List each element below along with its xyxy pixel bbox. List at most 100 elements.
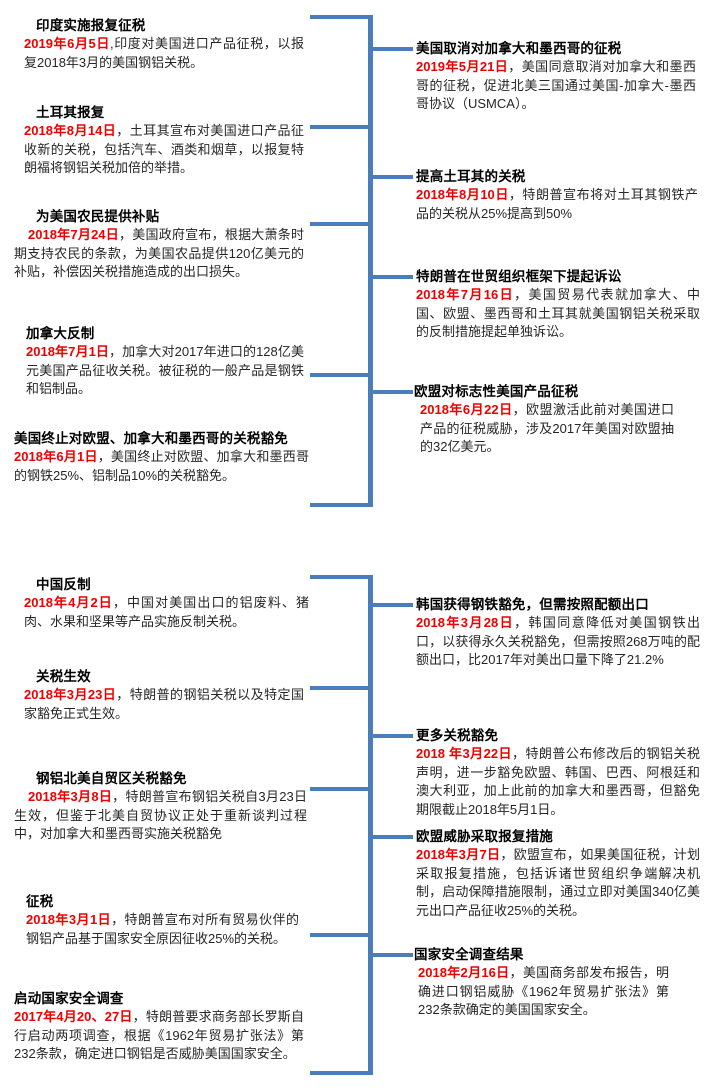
event-text: ，美国政府宣布，根据大萧条时期支持农民的条款，为美国农品提供120亿美元的补贴，… <box>14 227 304 280</box>
event-text: ,印度对美国进口产品征税，以报复2018年3月的美国钢铝关税。 <box>24 36 304 70</box>
event-date: 2018年3月28日 <box>416 615 515 631</box>
connector-right-7 <box>373 835 413 839</box>
event-card[interactable]: 欧盟威胁采取报复措施 2018年3月7日，欧盟宣布，如果美国征税，计划采取报复措… <box>416 828 700 920</box>
event-card[interactable]: 加拿大反制 2018年7月1日，加拿大对2017年进口的128亿美元美国产品征收… <box>14 325 304 399</box>
event-text: ，特朗普的钢铝关税以及特定国家豁免正式生效。 <box>24 687 304 721</box>
event-title: 中国反制 <box>36 577 91 592</box>
event-text: ，特朗普宣布钢铝关税自3月23日生效，但鉴于北美自贸协议正处于重新谈判过程中，对… <box>14 789 307 842</box>
event-title: 特朗普在世贸组织框架下提起诉讼 <box>416 269 622 284</box>
event-card[interactable]: 关税生效 2018年3月23日，特朗普的钢铝关税以及特定国家豁免正式生效。 <box>24 668 304 723</box>
event-date: 2018年2月16日 <box>418 965 510 981</box>
event-body: 2018年7月1日，加拿大对2017年进口的128亿美元美国产品征收关税。被征税… <box>14 343 304 398</box>
event-body: 2018年7月16日，美国贸易代表就加拿大、中国、欧盟、墨西哥和土耳其就美国钢铝… <box>416 286 700 341</box>
event-card[interactable]: 为美国农民提供补贴 2018年7月24日，美国政府宣布，根据大萧条时期支持农民的… <box>14 208 304 282</box>
connector-right-6 <box>373 734 413 738</box>
event-body: 2018年8月10日，特朗普宣布将对土耳其钢铁产品的关税从25%提高到50% <box>416 186 698 223</box>
event-date: 2018年3月1日 <box>26 912 112 928</box>
event-body: 2019年6月5日,印度对美国进口产品征税，以报复2018年3月的美国钢铝关税。 <box>24 35 304 72</box>
event-title: 土耳其报复 <box>36 105 105 120</box>
event-card[interactable]: 韩国获得钢铁豁免，但需按照配额出口 2018年3月28日，韩国同意降低对美国钢铁… <box>416 596 700 670</box>
event-text: ，特朗普要求商务部长罗斯自行启动两项调查，根据《1962年贸易扩张法》第232条… <box>14 1009 304 1062</box>
event-date: 2018年7月24日 <box>28 227 119 243</box>
event-body: 2019年5月21日，美国同意取消对加拿大和墨西哥的征税，促进北美三国通过美国-… <box>416 58 696 113</box>
event-text: ，特朗普公布修改后的钢铝关税声明，进一步豁免欧盟、韩国、巴西、阿根廷和澳大利亚，… <box>416 746 700 817</box>
event-title: 提高土耳其的关税 <box>416 169 526 184</box>
connector-right-2 <box>373 175 413 179</box>
event-card[interactable]: 美国终止对欧盟、加拿大和墨西哥的关税豁免 2018年6月1日，美国终止对欧盟、加… <box>14 430 309 485</box>
event-body: 2018年6月22日，欧盟激活此前对美国进口产品的征税威胁，涉及2017年美国对… <box>414 401 674 456</box>
event-title: 关税生效 <box>36 669 91 684</box>
connector-left-9 <box>310 933 370 937</box>
event-date: 2018年7月1日 <box>26 344 110 360</box>
event-title: 韩国获得钢铁豁免，但需按照配额出口 <box>416 597 649 612</box>
event-date: 2018年6月22日 <box>420 402 513 418</box>
event-body: 2018年3月7日，欧盟宣布，如果美国征税，计划采取报复措施，包括诉诸世贸组织争… <box>416 846 700 920</box>
connector-left-7 <box>310 686 370 690</box>
event-date: 2018年4月2日 <box>24 595 113 611</box>
event-text: ，美国终止对欧盟、加拿大和墨西哥的钢铁25%、铝制品10%的关税豁免。 <box>14 449 309 483</box>
event-title: 钢铝北美自贸区关税豁免 <box>36 771 187 786</box>
timeline-spine-top <box>368 15 373 507</box>
event-date: 2018年3月7日 <box>416 847 501 863</box>
event-card[interactable]: 启动国家安全调查 2017年4月20、27日，特朗普要求商务部长罗斯自行启动两项… <box>14 990 304 1064</box>
event-card[interactable]: 中国反制 2018年4月2日，中国对美国出口的铝废料、猪肉、水果和坚果等产品实施… <box>24 576 309 631</box>
event-title: 加拿大反制 <box>26 326 95 341</box>
connector-left-2 <box>310 125 370 129</box>
event-text: ，特朗普宣布对所有贸易伙伴的钢铝产品基于国家安全原因征收25%的关税。 <box>26 912 299 946</box>
event-title: 启动国家安全调查 <box>14 991 124 1006</box>
event-date: 2018年3月8日 <box>28 789 113 805</box>
event-title: 征税 <box>26 894 54 909</box>
event-text: ，美国贸易代表就加拿大、中国、欧盟、墨西哥和土耳其就美国钢铝关税采取的反制措施提… <box>416 287 700 340</box>
event-date: 2018年6月1日 <box>14 449 98 465</box>
event-card[interactable]: 征税 2018年3月1日，特朗普宣布对所有贸易伙伴的钢铝产品基于国家安全原因征收… <box>14 893 299 948</box>
event-date: 2017年4月20、27日 <box>14 1009 133 1025</box>
event-text: ，加拿大对2017年进口的128亿美元美国产品征收关税。被征税的一般产品是钢铁和… <box>26 344 304 397</box>
connector-left-4 <box>310 373 370 377</box>
connector-right-3 <box>373 275 413 279</box>
event-card[interactable]: 国家安全调查结果 2018年2月16日，美国商务部发布报告，明确进口钢铝威胁《1… <box>414 946 669 1020</box>
connector-right-5 <box>373 603 413 607</box>
event-date: 2018年3月23日 <box>24 687 117 703</box>
event-text: ，欧盟宣布，如果美国征税，计划采取报复措施，包括诉诸世贸组织争端解决机制，启动保… <box>416 847 700 918</box>
event-body: 2017年4月20、27日，特朗普要求商务部长罗斯自行启动两项调查，根据《196… <box>14 1008 304 1063</box>
event-card[interactable]: 印度实施报复征税 2019年6月5日,印度对美国进口产品征税，以报复2018年3… <box>24 17 304 72</box>
event-text: ，中国对美国出口的铝废料、猪肉、水果和坚果等产品实施反制关税。 <box>24 595 309 629</box>
event-title: 美国取消对加拿大和墨西哥的征税 <box>416 41 622 56</box>
connector-left-8 <box>310 787 370 791</box>
event-date: 2018年7月16日 <box>416 287 515 303</box>
connector-right-8 <box>373 953 413 957</box>
event-body: 2018 年3月22日，特朗普公布修改后的钢铝关税声明，进一步豁免欧盟、韩国、巴… <box>416 745 700 819</box>
event-card[interactable]: 美国取消对加拿大和墨西哥的征税 2019年5月21日，美国同意取消对加拿大和墨西… <box>416 40 696 114</box>
event-body: 2018年4月2日，中国对美国出口的铝废料、猪肉、水果和坚果等产品实施反制关税。 <box>24 594 309 631</box>
event-title: 欧盟对标志性美国产品征税 <box>414 384 579 399</box>
event-body: 2018年3月23日，特朗普的钢铝关税以及特定国家豁免正式生效。 <box>24 686 304 723</box>
event-date: 2018年8月10日 <box>416 187 509 203</box>
event-date: 2018年8月14日 <box>24 123 117 139</box>
event-text: ，欧盟激活此前对美国进口产品的征税威胁，涉及2017年美国对欧盟抽的32亿美元。 <box>420 402 674 455</box>
timeline-spine-bottom <box>368 575 373 1075</box>
connector-left-1 <box>310 15 370 19</box>
event-title: 美国终止对欧盟、加拿大和墨西哥的关税豁免 <box>14 431 288 446</box>
event-body: 2018年7月24日，美国政府宣布，根据大萧条时期支持农民的条款，为美国农品提供… <box>14 226 304 281</box>
event-title: 为美国农民提供补贴 <box>36 209 160 224</box>
connector-right-1 <box>373 47 413 51</box>
event-text: ，韩国同意降低对美国钢铁出口，以获得永久关税豁免，但需按照268万吨的配额出口，… <box>416 615 700 668</box>
event-title: 国家安全调查结果 <box>414 947 524 962</box>
event-date: 2019年6月5日 <box>24 36 110 52</box>
event-card[interactable]: 欧盟对标志性美国产品征税 2018年6月22日，欧盟激活此前对美国进口产品的征税… <box>414 383 674 457</box>
event-card[interactable]: 土耳其报复 2018年8月14日，土耳其宣布对美国进口产品征收新的关税，包括汽车… <box>24 104 304 178</box>
event-card[interactable]: 特朗普在世贸组织框架下提起诉讼 2018年7月16日，美国贸易代表就加拿大、中国… <box>416 268 700 342</box>
event-date: 2019年5月21日 <box>416 59 509 75</box>
event-text: ，特朗普宣布将对土耳其钢铁产品的关税从25%提高到50% <box>416 187 698 221</box>
event-text: ，美国同意取消对加拿大和墨西哥的征税，促进北美三国通过美国-加拿大-墨西哥协议（… <box>416 59 696 112</box>
event-body: 2018年3月8日，特朗普宣布钢铝关税自3月23日生效，但鉴于北美自贸协议正处于… <box>14 788 307 843</box>
connector-left-3 <box>310 222 370 226</box>
event-card[interactable]: 钢铝北美自贸区关税豁免 2018年3月8日，特朗普宣布钢铝关税自3月23日生效，… <box>14 770 307 844</box>
event-card[interactable]: 更多关税豁免 2018 年3月22日，特朗普公布修改后的钢铝关税声明，进一步豁免… <box>416 727 700 819</box>
event-text: ，土耳其宣布对美国进口产品征收新的关税，包括汽车、酒类和烟草，以报复特朗福将钢铝… <box>24 123 304 176</box>
event-body: 2018年3月1日，特朗普宣布对所有贸易伙伴的钢铝产品基于国家安全原因征收25%… <box>14 911 299 948</box>
event-title: 更多关税豁免 <box>416 728 499 743</box>
connector-right-4 <box>373 390 413 394</box>
event-card[interactable]: 提高土耳其的关税 2018年8月10日，特朗普宣布将对土耳其钢铁产品的关税从25… <box>416 168 698 223</box>
